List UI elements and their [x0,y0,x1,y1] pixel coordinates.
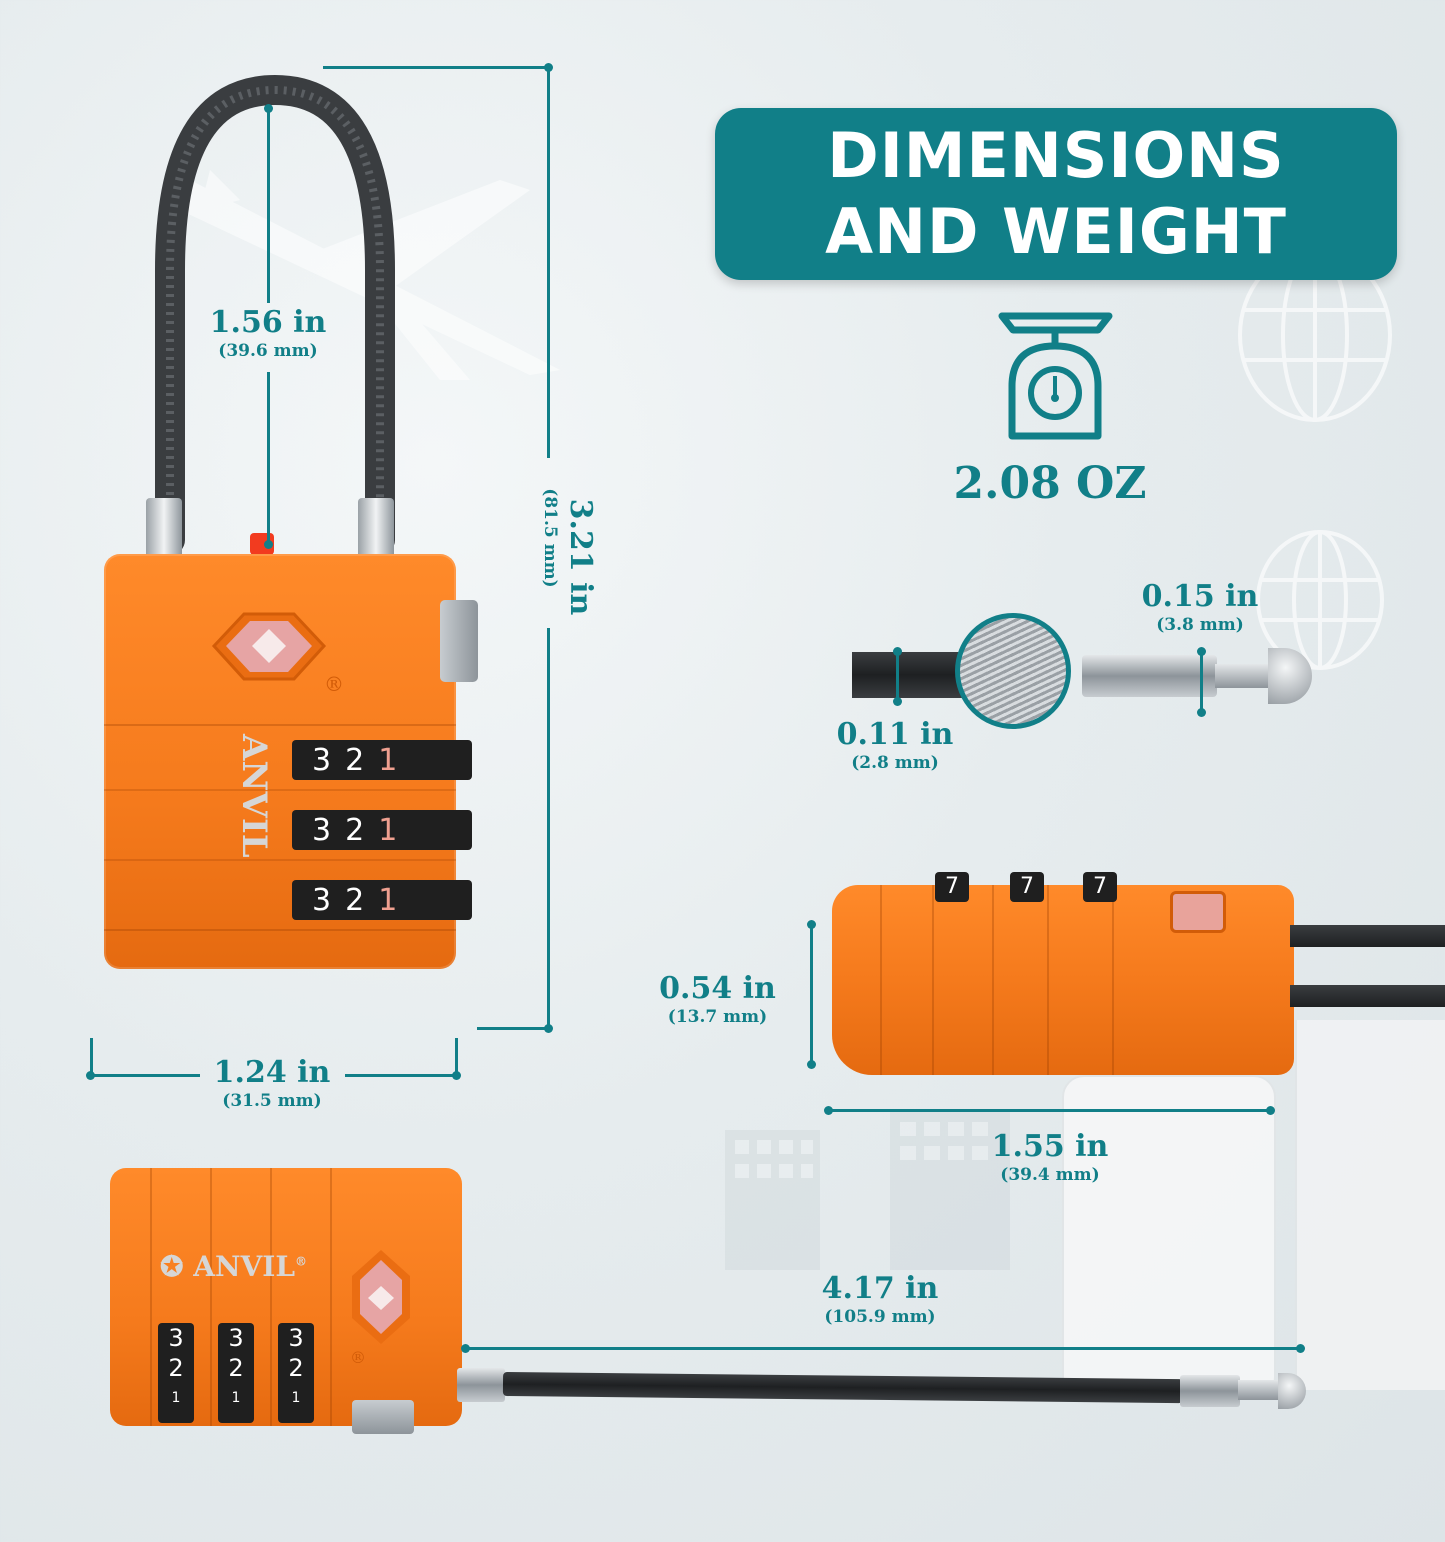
cable-segment [852,652,962,698]
body-width-label: 1.24 in (31.5 mm) [213,1055,331,1112]
total-height-line-top [547,68,550,458]
suitcase-background-illustration [1062,1075,1276,1399]
brand-name: ANVIL [193,1250,296,1283]
body-width-line-left [90,1074,200,1077]
cable-length-line [465,1347,1300,1350]
dimension-dot [461,1344,470,1353]
cable-end-pin [1215,664,1275,688]
total-height-top-tick [323,66,548,69]
dimension-dot [86,1071,95,1080]
body-thickness-label: 0.54 in (13.7 mm) [659,971,776,1028]
reset-slider-button[interactable] [440,600,478,682]
top-dial-3[interactable]: 7 [1083,872,1117,902]
dimension-dot [264,540,273,549]
brand-logo-mark-icon: ✪ [160,1250,184,1283]
total-height-value: 3.21 in [563,498,598,616]
cable-base-collar [457,1368,505,1402]
dimension-dot [824,1106,833,1115]
total-height-line-bottom [547,628,550,1028]
dimension-dot [452,1071,461,1080]
globe-background-icon-small [1256,530,1384,670]
cable-strand-magnifier-icon [955,613,1071,729]
dimension-dot [264,104,273,113]
cable-end-ferrule [1082,655,1217,697]
body-width-tick-left [90,1038,93,1076]
tsa-key-diamond-icon-side [350,1248,412,1346]
shackle-height-line-bottom [267,372,270,542]
banner-title-line1: DIMENSIONS [827,119,1285,192]
registered-mark-side: ® [350,1348,366,1367]
dimension-dot [544,63,553,72]
tsa-key-diamond-icon [211,612,327,681]
dimension-dot [544,1024,553,1033]
brand-logo-horizontal: ✪ ANVIL® [160,1250,308,1283]
reset-slider-button-side[interactable] [352,1400,414,1434]
top-view-cable-1 [1290,925,1445,947]
shackle-height-label: 1.56 in (39.6 mm) [209,305,327,362]
brand-name: ANVIL [234,734,274,858]
dimension-dot [807,1060,816,1069]
long-cable-pin [1238,1380,1280,1400]
top-dial-1[interactable]: 7 [935,872,969,902]
cable-end-diameter-label: 0.15 in (3.8 mm) [1141,579,1259,636]
banner-title-line2: AND WEIGHT [825,195,1287,268]
dimension-dot [893,697,902,706]
tsa-key-icon-top [1170,891,1226,933]
dimension-dot [1266,1106,1275,1115]
body-depth-line [828,1109,1270,1112]
cable-end-ball [1268,648,1312,704]
dimension-dot [893,647,902,656]
brand-logo-vertical: ANVIL [234,734,274,934]
dimension-dot [1197,708,1206,717]
shackle-collar-right [358,498,394,558]
long-cable-ball [1278,1373,1306,1409]
dimension-dot [1197,647,1206,656]
total-height-label: (81.5 mm) [540,488,560,588]
weight-value: 2.08 OZ [953,458,1147,509]
dimensions-weight-banner: DIMENSIONS AND WEIGHT [715,108,1397,280]
body-depth-label: 1.55 in (39.4 mm) [991,1129,1109,1186]
dimension-dot [1296,1344,1305,1353]
registered-mark: ® [324,672,344,696]
cable-shackle [155,74,395,555]
city-buildings-background [725,1110,1010,1270]
body-width-line-right [345,1074,457,1077]
dimension-dot [807,920,816,929]
body-width-tick-right [455,1038,458,1076]
cable-end-diameter-line [1200,650,1203,712]
top-dial-2[interactable]: 7 [1010,872,1044,902]
top-view-cable-2 [1290,985,1445,1007]
kitchen-scale-icon [998,312,1113,440]
shackle-height-line-top [267,108,270,303]
cable-diameter-label: 0.11 in (2.8 mm) [836,717,954,774]
cabinet-background-illustration [1295,1020,1445,1390]
total-height-bottom-tick [477,1027,549,1030]
cable-diameter-line [896,650,899,702]
body-thickness-line [810,925,813,1065]
cable-length-label: 4.17 in (105.9 mm) [821,1271,939,1328]
long-cable-ferrule [1180,1375,1240,1407]
lock-body-top-view [832,885,1294,1075]
shackle-collar-left [146,498,182,558]
